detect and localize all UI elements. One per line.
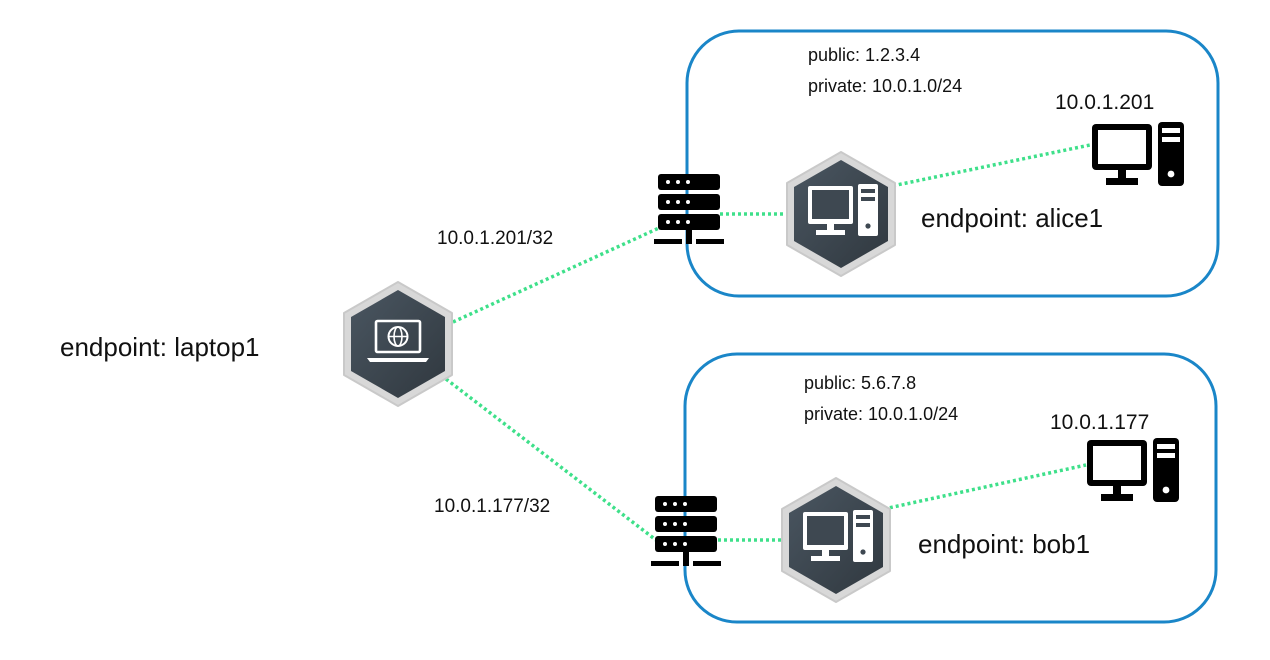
route-link-laptop-bob — [444, 377, 658, 542]
link-bob-host — [883, 463, 1087, 511]
server-rack-icon — [654, 174, 724, 244]
desktop-computer-icon — [1092, 122, 1184, 186]
route-label-bob: 10.0.1.177/32 — [434, 496, 551, 517]
route-link-laptop-alice — [452, 226, 660, 324]
alice-host-computer[interactable] — [1092, 122, 1184, 186]
laptop-globe-icon — [367, 319, 429, 362]
laptop-node-label: endpoint: laptop1 — [60, 332, 260, 362]
alice-network-zone — [685, 29, 1220, 298]
bob-host-computer[interactable] — [1087, 438, 1179, 502]
bob-node[interactable] — [781, 477, 891, 603]
bob-private-subnet: private: 10.0.1.0/24 — [804, 404, 959, 424]
laptop-node[interactable] — [343, 281, 453, 407]
alice-host-ip: 10.0.1.201 — [1055, 91, 1155, 114]
bob-network-zone — [683, 352, 1218, 624]
alice-node[interactable] — [786, 151, 896, 277]
link-alice-host — [886, 143, 1091, 189]
alice-private-subnet: private: 10.0.1.0/24 — [808, 76, 963, 96]
desktop-computer-icon — [1087, 438, 1179, 502]
alice-node-label: endpoint: alice1 — [921, 203, 1104, 233]
alice-public-ip: public: 1.2.3.4 — [808, 45, 921, 65]
bob-public-ip: public: 5.6.7.8 — [804, 373, 917, 393]
bob-host-ip: 10.0.1.177 — [1050, 411, 1150, 434]
bob-node-label: endpoint: bob1 — [918, 529, 1091, 559]
server-rack-icon — [651, 496, 721, 566]
route-label-alice: 10.0.1.201/32 — [437, 228, 554, 249]
